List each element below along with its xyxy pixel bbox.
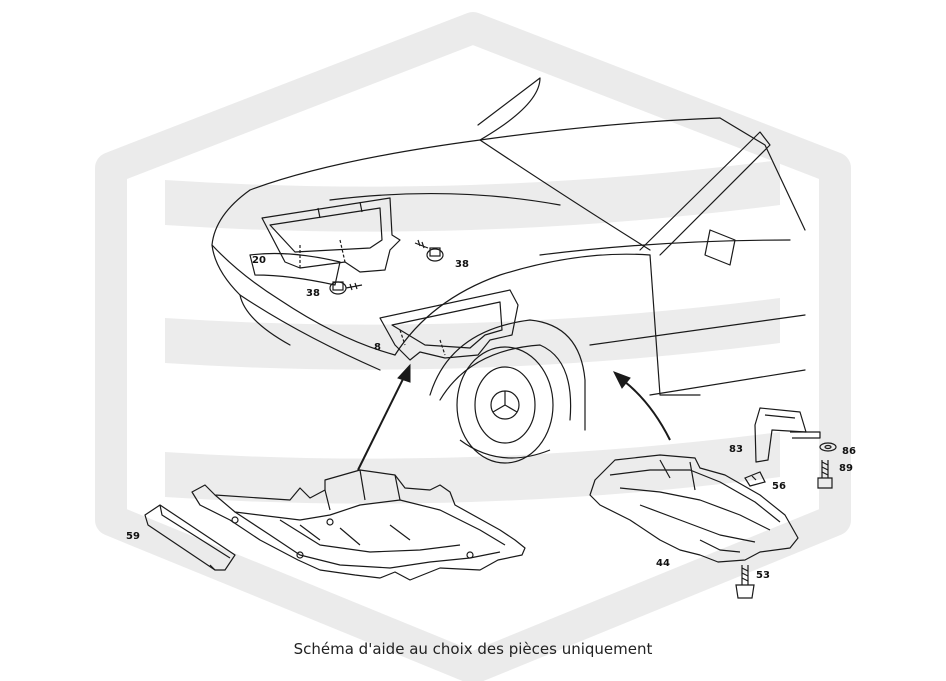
wheel-star-emblem xyxy=(490,390,520,420)
watermark-logo xyxy=(95,12,851,681)
callout-56: 56 xyxy=(772,481,786,492)
screw-38-upper xyxy=(414,239,444,262)
part-20-splash-shield xyxy=(261,197,401,273)
bolt-89 xyxy=(817,460,833,489)
car-body-outline xyxy=(211,77,806,431)
callout-38-upper: 38 xyxy=(455,259,469,270)
screw-38-lower xyxy=(329,281,363,295)
clip-56 xyxy=(744,471,766,487)
part-44-undertray xyxy=(589,454,799,563)
callout-83: 83 xyxy=(729,444,743,455)
callout-89: 89 xyxy=(839,463,853,474)
callout-20: 20 xyxy=(252,255,266,266)
part-59-trim-strip xyxy=(144,504,236,571)
callout-86: 86 xyxy=(842,446,856,457)
part-engine-undertray xyxy=(191,469,526,581)
part-83-bracket xyxy=(754,407,821,463)
wheel xyxy=(456,346,554,464)
arrow-to-fender xyxy=(619,377,671,441)
callout-53: 53 xyxy=(756,570,770,581)
arrows xyxy=(357,363,671,471)
callout-38-lower: 38 xyxy=(306,288,320,299)
callout-8: 8 xyxy=(374,342,381,353)
washer-86 xyxy=(819,442,837,452)
diagram-caption: Schéma d'aide au choix des pièces unique… xyxy=(293,640,653,658)
callout-44: 44 xyxy=(656,558,670,569)
screw-53 xyxy=(735,565,755,599)
part-8-splash-shield xyxy=(379,289,519,361)
arrow-to-part-8 xyxy=(357,374,406,471)
callout-59: 59 xyxy=(126,531,140,542)
